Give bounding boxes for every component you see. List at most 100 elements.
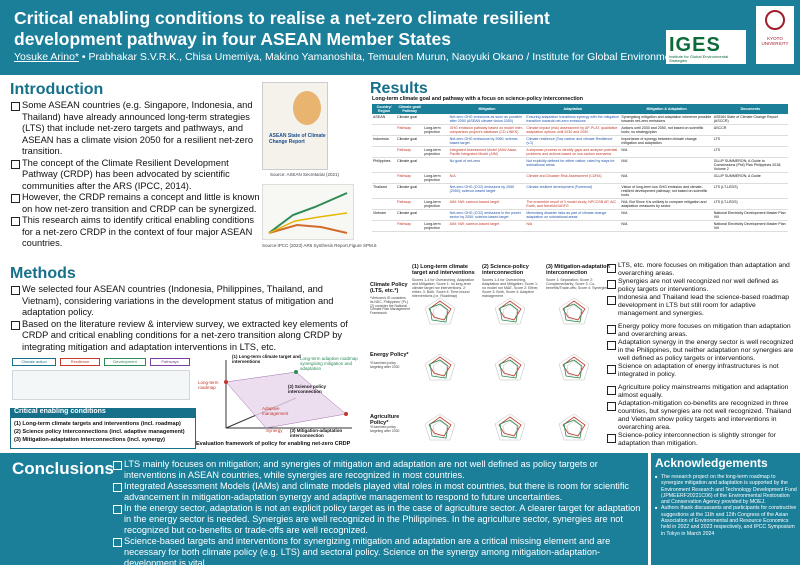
table-cell: AIM: NW; science-based target [448,198,526,210]
iges-logo-sub: Institute for Global Environmental Strat… [669,54,729,63]
table-header-cell: Climate goal/ Pathway [396,104,424,114]
flow-content [12,370,190,400]
finding-bullet: Energy policy more focuses on mitigation… [606,323,794,339]
table-cell: ASEAN State of Climate Change Report (AS… [712,114,788,125]
table-body: ASEAN Climate goal Net-zero GHG emissions … [372,114,788,232]
table-cell: Thailand [372,183,397,199]
flow-box-development: Development [104,358,146,366]
radar-chart [494,353,526,381]
conclusion-bullet: Science-based targets and interventions … [112,536,642,565]
axis3-label: (3) Mitigation-adaptation interconnectio… [290,428,343,438]
radar-chart [424,413,456,441]
table-cell: National Electricity Development Master … [712,209,788,221]
table-cell: ASEAN [372,114,397,125]
table-cell [423,157,449,173]
table-header-cell: Mitigation & Adaptation [620,104,713,114]
intro-bullet: The concept of the Climate Resilient Dev… [10,158,262,193]
sector-climate-note: *Vietnam's ID considers its NDC, Philipp… [370,296,410,316]
table-cell: Not explicitly defined for either nation… [525,157,621,173]
flow-box-climate-action: Climate action [12,358,56,366]
criterion-text: Score 1: Separation; Score 2: Complement… [546,278,609,290]
table-cell: N/A [620,157,713,173]
table-cell [372,198,397,210]
table-cell: N/A [620,146,713,158]
table-header-cell: Adaptation [525,104,621,114]
target-label: Long-term adaptive roadmap synergising m… [300,356,358,371]
table-cell: Ensuring adaptation transitions synergy … [525,114,621,125]
table-cell: LTS (LT-LEDS) [712,183,788,199]
table-cell: Net-zero GHG emissions as soon as possib… [448,114,526,125]
intro-bullets: Some ASEAN countries (e.g. Singapore, In… [10,100,262,250]
table-header-cell [423,104,449,114]
table-cell: Long-term projection [423,220,449,232]
finding-bullet: Science on adaptation of energy infrastr… [606,363,794,379]
criterion-title: (3) Mitigation-adaptation interconnectio… [546,264,610,276]
sector-agriculture-note: *Examined policy targeting after 2030 [370,425,400,433]
roadmap-label: Long-term roadmap [198,380,219,390]
sector-energy-title: Energy Policy* [370,352,409,358]
table-cell: Pathway [396,220,424,232]
table-cell: Climate goal [396,135,424,147]
ipcc-figure [262,184,354,240]
table-cell: N/A [620,172,713,184]
table-cell: Net-zero GHG (CO2) emissions by 2065 (20… [448,183,526,199]
intro-bullet: This research aims to identify critical … [10,215,262,250]
evaluation-framework-diagram [224,360,352,429]
axis1-label: (1) Long-term climate target and interve… [232,354,301,364]
table-cell: N/A [448,172,526,184]
table-cell: Actions until 2030 and 2050, not based o… [620,124,713,136]
finding-bullet: Indonesia and Thailand lead the science-… [606,294,794,318]
table-cell: Climate and Disaster Risk Assessment (CD… [525,172,621,184]
table-cell: Integrated Assessment Model (AIM/ Asian-… [448,146,526,158]
table-cell: Philippines [372,157,397,173]
table-cell: A stepwise process to identify gaps and … [525,146,621,158]
iges-logo-mark: IGES [669,34,721,56]
table-cell: GHG emission pathway based on model inte… [448,124,526,136]
intro-bullet: However, the CRDP remains a concept and … [10,192,262,215]
table-cell [423,209,449,221]
axis2-label: (2) Science policy interconnection [288,384,327,394]
table-header-cell: Documents [712,104,788,114]
table-cell: Synergising mitigation and adaptation wh… [620,114,713,125]
acknowledgements-body: The research project on the long-term ro… [655,474,797,537]
kyoto-seal-icon [765,10,785,30]
table-cell: Net-zero GHG (CO2) emissions in the powe… [448,209,526,221]
table-cell: Climate resilience (Tow carbon and clima… [525,135,621,147]
criterion-text: Scores 1-4 for Overarching, Adaptation a… [412,278,475,298]
sector-agriculture-title: Agriculture Policy* [370,414,400,426]
cover-graphic [293,91,321,125]
criterion-text: Scores 1-4 for Overarching, Adaptation a… [482,278,539,298]
table-cell: N/A [620,220,713,232]
table-cell: Pathway [396,198,424,210]
table-title: Long-term climate goal and pathway with … [372,96,584,102]
cec-item: (3) Mitigation-adaptation interconnectio… [14,437,166,443]
radar-chart [424,353,456,381]
methods-heading: Methods [10,265,76,282]
cec-heading: Critical enabling conditions [10,408,196,418]
finding-bullet: Agriculture policy mainstreams mitigatio… [606,384,794,400]
acknowledgements-heading: Acknowledgements [655,456,768,470]
finding-bullet: Adaptation-mitigation co-benefits are re… [606,400,794,432]
radar-chart [494,297,526,325]
table-cell: Long-term projection [423,124,449,136]
table-cell: N/A; But Since it is unlikely to compare… [620,198,713,210]
synergy-label: Synergy [266,428,283,433]
radar-chart [424,297,456,325]
radar-chart [558,353,590,381]
table-cell: LTS [712,146,788,158]
table-cell: N/A [620,209,713,221]
table-cell: Pathway [396,146,424,158]
table-cell: N/A [525,220,621,232]
methods-bullet: We selected four ASEAN countries (Indone… [10,284,360,319]
table-header-cell: Country/ Region [372,104,397,114]
finding-bullet: LTS, etc. more focuses on mitigation tha… [606,262,794,278]
ipcc-figure-graphic [268,192,348,234]
